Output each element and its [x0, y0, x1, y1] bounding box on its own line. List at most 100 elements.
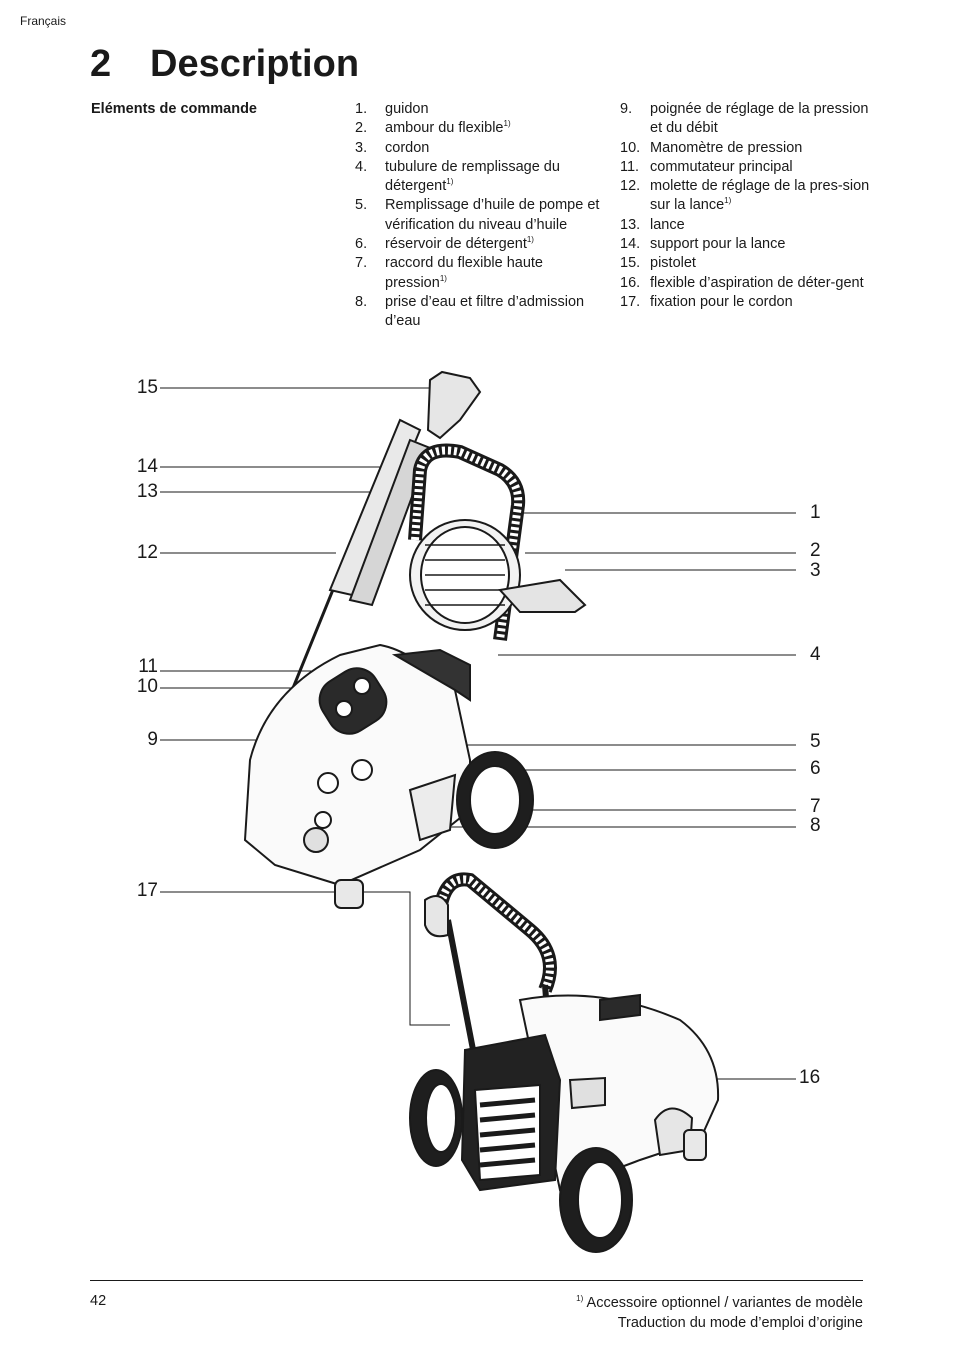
item-label: pistolet [650, 255, 696, 272]
item-number: 8. [355, 293, 368, 310]
footnote-marker: 1) [503, 119, 511, 129]
chapter-title: Description [150, 43, 360, 85]
item-label: réservoir de détergent [385, 236, 527, 253]
footnote-text: Accessoire optionnel / variantes de modè… [586, 1295, 863, 1311]
component-list-item: 8. prise d’eau et filtre d’admission d’ea… [355, 293, 600, 332]
callout-11: 11 [138, 656, 158, 677]
component-list-item: 12. molette de réglage de la pres-sion su… [620, 177, 870, 216]
callout-13: 13 [136, 481, 158, 502]
page-number: 42 [90, 1293, 107, 1309]
leader-line-17 [160, 891, 450, 1026]
item-label: commutateur principal [650, 158, 793, 175]
item-label: molette de réglage de la pres-sion sur l… [650, 178, 870, 214]
callout-17: 17 [136, 880, 158, 901]
item-text: réservoir de détergent1) [385, 235, 600, 254]
item-number: 11. [620, 158, 640, 175]
item-number: 1. [355, 101, 368, 117]
component-list-item: 15. pistolet [620, 254, 870, 273]
callout-9: 9 [147, 729, 158, 750]
callout-12: 12 [136, 542, 158, 563]
component-list-item: 5. Remplissage d’huile de pompe et vérifi… [355, 196, 600, 235]
item-number: 2. [355, 120, 368, 137]
item-text: raccord du flexible haute pression1) [385, 254, 600, 293]
item-label: Manomètre de pression [650, 139, 803, 156]
page-title: 2 Description [90, 38, 359, 90]
callout-14: 14 [136, 456, 158, 477]
pressure-washer-illustration [160, 370, 796, 1253]
translation-note: Traduction du mode d’emploi d’origine [617, 1315, 863, 1331]
item-text: lance [650, 216, 870, 235]
item-text: tubulure de remplissage du détergent1) [385, 158, 600, 197]
footer-divider [90, 1280, 863, 1281]
footnote: 1) Accessoire optionnel / variantes de m… [576, 1293, 863, 1313]
item-text: commutateur principal [650, 158, 870, 177]
item-text: fixation pour le cordon [650, 293, 870, 312]
callout-3: 3 [810, 560, 821, 581]
footnote-marker: 1) [724, 196, 732, 206]
item-number: 10. [620, 139, 641, 156]
item-text: Remplissage d’huile de pompe et vérifica… [385, 196, 600, 235]
item-label: cordon [385, 139, 430, 156]
item-text: support pour la lance [650, 235, 870, 254]
item-text: cordon [385, 139, 600, 158]
component-list-item: 17. fixation pour le cordon [620, 293, 870, 312]
item-number: 5. [355, 197, 368, 214]
chapter-number: 2 [90, 43, 112, 85]
footnote-marker: 1) [526, 235, 534, 245]
callout-7: 7 [810, 796, 821, 817]
item-text: poignée de réglage de la pression et du … [650, 100, 870, 139]
item-number: 13. [620, 216, 641, 233]
section-heading: Eléments de commande [91, 101, 257, 117]
item-number: 7. [355, 255, 368, 272]
item-label: fixation pour le cordon [650, 293, 793, 310]
item-text: guidon [385, 100, 600, 119]
item-text: flexible d’aspiration de déter-gent [650, 274, 870, 293]
item-text: Manomètre de pression [650, 139, 870, 158]
item-number: 16. [620, 274, 641, 291]
component-list-item: 7. raccord du flexible haute pression1) [355, 254, 600, 293]
language-label: Français [20, 14, 67, 28]
callout-4: 4 [810, 644, 821, 665]
item-label: flexible d’aspiration de déter-gent [650, 274, 864, 291]
machine-front-view [243, 370, 587, 909]
item-number: 12. [620, 178, 641, 195]
item-label: Remplissage d’huile de pompe et vérifica… [385, 197, 600, 233]
item-label: lance [650, 216, 685, 233]
item-number: 17. [620, 293, 641, 310]
callout-5: 5 [810, 731, 821, 752]
item-number: 6. [355, 236, 368, 253]
footer-notes: 1) Accessoire optionnel / variantes de m… [576, 1293, 863, 1333]
footnote-marker: 1) [439, 273, 447, 283]
component-list-item: 14. support pour la lance [620, 235, 870, 254]
component-list-item: 10. Manomètre de pression [620, 139, 870, 158]
item-number: 9. [620, 101, 633, 117]
item-label: support pour la lance [650, 236, 786, 253]
item-label: poignée de réglage de la pression et du … [650, 101, 869, 137]
machine-rear-view [409, 872, 720, 1253]
item-number: 4. [355, 158, 368, 175]
item-number: 14. [620, 236, 641, 253]
item-number: 3. [355, 139, 368, 156]
component-list-item: 13. lance [620, 216, 870, 235]
callout-10: 10 [136, 676, 158, 697]
component-list-item: 2. ambour du flexible1) [355, 119, 600, 138]
item-label: guidon [385, 101, 429, 117]
callout-8: 8 [810, 815, 821, 836]
callout-15: 15 [136, 377, 158, 398]
item-label: raccord du flexible haute pression [385, 255, 543, 291]
item-number: 15. [620, 255, 641, 272]
component-list-item: 9. poignée de réglage de la pression et d… [620, 100, 870, 139]
callout-6: 6 [810, 758, 821, 779]
item-text: pistolet [650, 254, 870, 273]
item-label: ambour du flexible [385, 120, 504, 137]
item-text: prise d’eau et filtre d’admission d’eau [385, 293, 600, 332]
component-list-item: 1. guidon [355, 100, 600, 119]
callout-2: 2 [810, 540, 821, 561]
component-list-item: 4. tubulure de remplissage du détergent1) [355, 158, 600, 197]
item-label: tubulure de remplissage du détergent [385, 158, 560, 195]
item-text: molette de réglage de la pres-sion sur l… [650, 177, 870, 216]
component-list-item: 16. flexible d’aspiration de déter-gent [620, 274, 870, 293]
component-list-item: 11. commutateur principal [620, 158, 870, 177]
footnote-marker: 1) [576, 1294, 584, 1303]
